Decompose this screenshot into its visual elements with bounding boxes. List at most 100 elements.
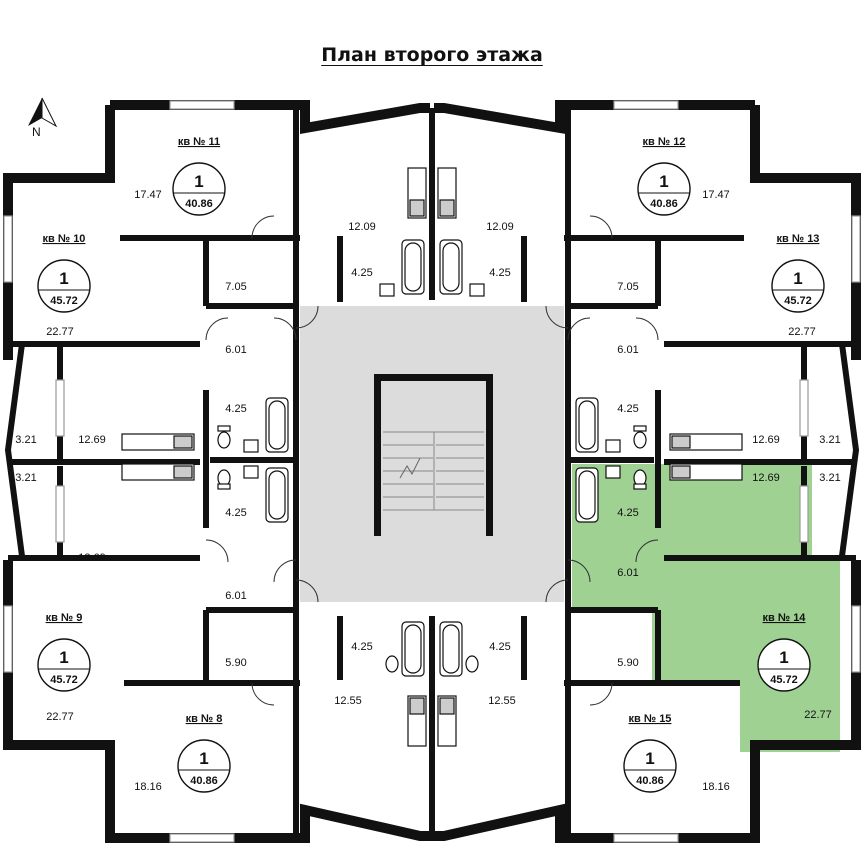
apartment-15[interactable]: кв № 15 1 40.86: [623, 713, 677, 793]
room-count: 1: [779, 648, 788, 667]
apartment-number: кв № 14: [763, 612, 807, 624]
door-swing-icon: [205, 215, 659, 706]
room-area: 3.21: [819, 472, 840, 484]
apartment-area: 40.86: [636, 775, 664, 787]
stove-icon: [407, 167, 427, 219]
toilet-icon: [385, 655, 399, 673]
apartment-area: 40.86: [650, 198, 678, 210]
room-count: 1: [59, 648, 68, 667]
room-area: 4.25: [617, 507, 638, 519]
room-area: 12.69: [78, 434, 106, 446]
apartment-13[interactable]: кв № 13 1 45.72: [771, 233, 825, 313]
room-area: 12.55: [488, 695, 516, 707]
bathtub-icon: [439, 621, 463, 677]
room-area: 12.09: [348, 221, 376, 233]
room-area: 12.69: [752, 472, 780, 484]
north-label: N: [32, 125, 41, 139]
room-area: 17.47: [702, 189, 730, 201]
room-area: 4.25: [489, 641, 510, 653]
central-core: [300, 306, 564, 602]
apartment-number: кв № 15: [629, 713, 672, 725]
room-area: 18.16: [134, 781, 162, 793]
room-area: 3.21: [15, 434, 36, 446]
sink-icon: [469, 283, 485, 297]
room-count: 1: [645, 749, 654, 768]
room-count-badge: [623, 739, 677, 793]
room-area: 17.47: [134, 189, 162, 201]
sink-icon: [605, 439, 621, 453]
toilet-icon: [217, 425, 231, 449]
room-count-badge: [757, 638, 811, 692]
room-area: 5.90: [225, 657, 246, 669]
sink-icon: [243, 465, 259, 479]
bathtub-icon: [575, 397, 599, 453]
stove-icon: [121, 463, 195, 481]
bathtub-icon: [401, 621, 425, 677]
room-area: 4.25: [351, 267, 372, 279]
apartment-number: кв № 12: [643, 136, 686, 148]
kitchen-counters: [121, 167, 743, 747]
bathtub-icon: [265, 467, 289, 523]
room-area: 7.05: [617, 281, 638, 293]
interior-walls: [8, 108, 856, 836]
room-count-badge: [177, 739, 231, 793]
room-area: 6.01: [617, 344, 638, 356]
bathtub-icon: [575, 467, 599, 523]
apartment-number: кв № 9: [46, 612, 83, 624]
room-area: 22.77: [804, 709, 832, 721]
toilet-icon: [465, 655, 479, 673]
toilet-icon: [633, 469, 647, 490]
stove-icon: [437, 695, 457, 747]
room-count: 1: [793, 269, 802, 288]
bathtub-icon: [439, 239, 463, 295]
stove-icon: [437, 167, 457, 219]
room-area: 12.55: [334, 695, 362, 707]
apartment-area: 45.72: [784, 295, 812, 307]
room-area: 12.69: [78, 552, 106, 564]
room-count-badge: [37, 259, 91, 313]
stove-icon: [407, 695, 427, 747]
apartment-area: 40.86: [185, 198, 213, 210]
room-area: 12.09: [486, 221, 514, 233]
sink-icon: [379, 283, 395, 297]
apartment-12[interactable]: кв № 12 1 40.86: [637, 136, 691, 216]
toilet-icon: [217, 469, 231, 490]
room-area: 3.21: [819, 434, 840, 446]
bathroom-fixtures: [217, 239, 647, 677]
room-count-badge: [37, 638, 91, 692]
room-area: 22.77: [788, 326, 816, 338]
sink-icon: [605, 465, 621, 479]
stove-icon: [669, 433, 743, 451]
apartment-9[interactable]: кв № 9 1 45.72: [37, 612, 91, 692]
apartment-number: кв № 11: [178, 136, 220, 148]
apartment-area: 45.72: [50, 674, 78, 686]
room-area: 4.25: [617, 403, 638, 415]
room-count-badge: [172, 162, 226, 216]
room-count: 1: [199, 749, 208, 768]
room-area: 7.05: [225, 281, 246, 293]
room-count: 1: [59, 269, 68, 288]
room-area: 4.25: [489, 267, 510, 279]
room-area: 22.77: [46, 711, 74, 723]
stair-icon: [374, 374, 493, 536]
sink-icon: [243, 439, 259, 453]
north-arrow-icon: N: [28, 97, 58, 139]
window-icon: [3, 100, 861, 843]
bathtub-icon: [401, 239, 425, 295]
stove-icon: [669, 463, 743, 481]
room-count: 1: [659, 172, 668, 191]
apartment-number: кв № 13: [777, 233, 820, 245]
room-area: 6.01: [617, 567, 638, 579]
room-area: 4.25: [225, 403, 246, 415]
room-area-labels: 17.47 12.09 12.09 17.47 7.05 4.25 4.25 7.05 22.7…: [15, 189, 840, 793]
room-count-badge: [637, 162, 691, 216]
room-count-badge: [771, 259, 825, 313]
plan-title: План второго этажа: [321, 44, 543, 66]
room-area: 3.21: [15, 472, 36, 484]
